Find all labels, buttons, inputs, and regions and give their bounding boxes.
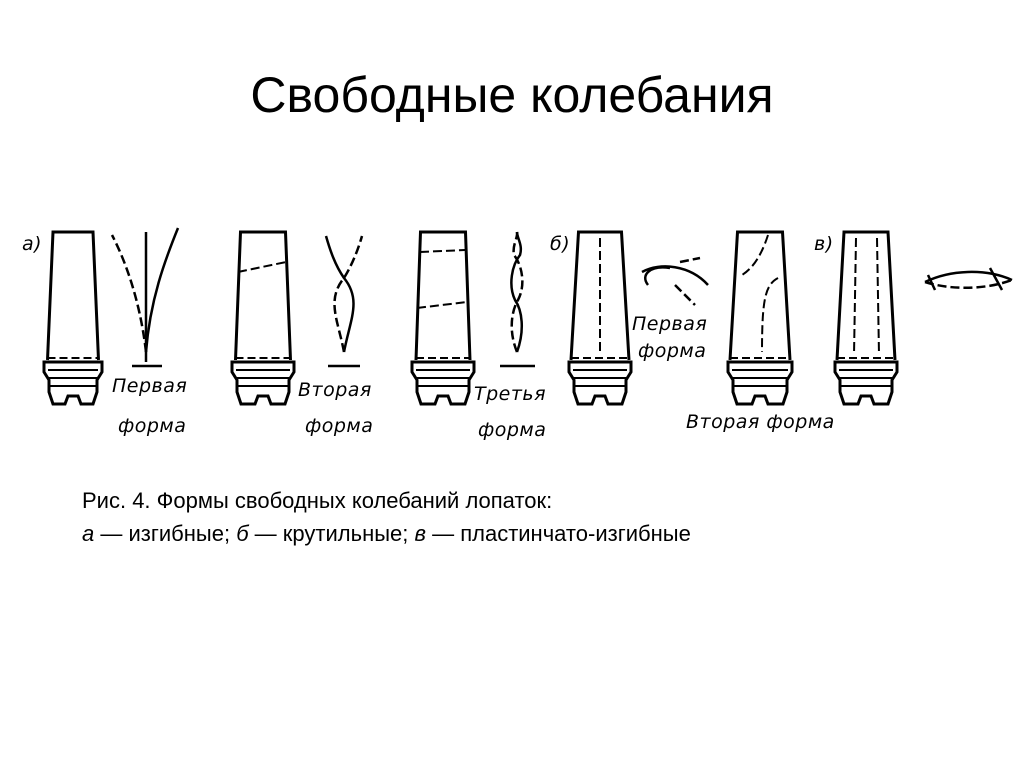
blade-airfoil (46, 230, 100, 361)
caption-line-1: Рис. 4. Формы свободных колебаний лопато… (82, 488, 553, 513)
label-a-second-1: Вторая (298, 379, 372, 401)
blade-airfoil (835, 230, 897, 361)
label-b-first-2: форма (638, 340, 706, 362)
figure-caption: Рис. 4. Формы свободных колебаний лопато… (82, 484, 691, 550)
caption-text-b: — крутильные; (248, 521, 415, 546)
label-v: в) (814, 233, 834, 255)
blade-root (410, 360, 476, 406)
nodal-line (853, 237, 857, 356)
blade-airfoil (234, 230, 292, 361)
label-a-third-2: форма (478, 419, 546, 441)
blade-root (230, 360, 296, 406)
caption-letter-b: б (236, 521, 249, 546)
mode-shape (924, 270, 1013, 284)
turbine-blade (410, 230, 476, 406)
label-a-first-1: Первая (112, 375, 187, 397)
turbine-blade (833, 230, 899, 406)
blade-root (42, 360, 104, 406)
turbine-blade (230, 230, 296, 406)
mode-shape (926, 274, 937, 291)
nodal-line (876, 237, 880, 356)
mode-shape (674, 284, 696, 306)
mode-shape (641, 265, 709, 286)
blade-root (567, 360, 633, 406)
label-second-form: Вторая форма (686, 411, 835, 433)
turbine-blade (726, 230, 794, 406)
label-a-third-1: Третья (474, 383, 546, 405)
blade-airfoil (728, 230, 792, 361)
nodal-line (237, 261, 287, 273)
nodal-line (416, 301, 468, 309)
blade-root (833, 360, 899, 406)
mode-shape (324, 235, 355, 353)
mode-shape (644, 266, 671, 286)
blade-root (726, 360, 794, 406)
blade-airfoil (414, 230, 472, 361)
turbine-blade (42, 230, 104, 406)
mode-shape (144, 227, 180, 353)
mode-shape (110, 234, 148, 353)
caption-text-v: — пластинчато-изгибные (425, 521, 691, 546)
blade-airfoil (569, 230, 631, 361)
mode-shape (510, 231, 523, 353)
mode-shape (679, 256, 701, 264)
label-a-first-2: форма (118, 415, 186, 437)
nodal-line (761, 277, 779, 353)
label-a-second-2: форма (305, 415, 373, 437)
caption-line-2: а — изгибные; б — крутильные; в — пласти… (82, 517, 691, 550)
nodal-line (419, 249, 466, 253)
mode-shape (510, 231, 524, 353)
turbine-blade (567, 230, 633, 406)
label-a: а) (22, 233, 42, 255)
mode-shape (988, 267, 1004, 291)
label-b-first-1: Первая (632, 313, 707, 335)
label-b: б) (550, 233, 570, 255)
nodal-line (741, 234, 769, 276)
slide-title: Свободные колебания (250, 67, 774, 123)
caption-letter-v: в (414, 521, 426, 546)
mode-shape (333, 235, 364, 353)
caption-text-a: — изгибные; (94, 521, 237, 546)
caption-letter-a: а (82, 521, 95, 546)
